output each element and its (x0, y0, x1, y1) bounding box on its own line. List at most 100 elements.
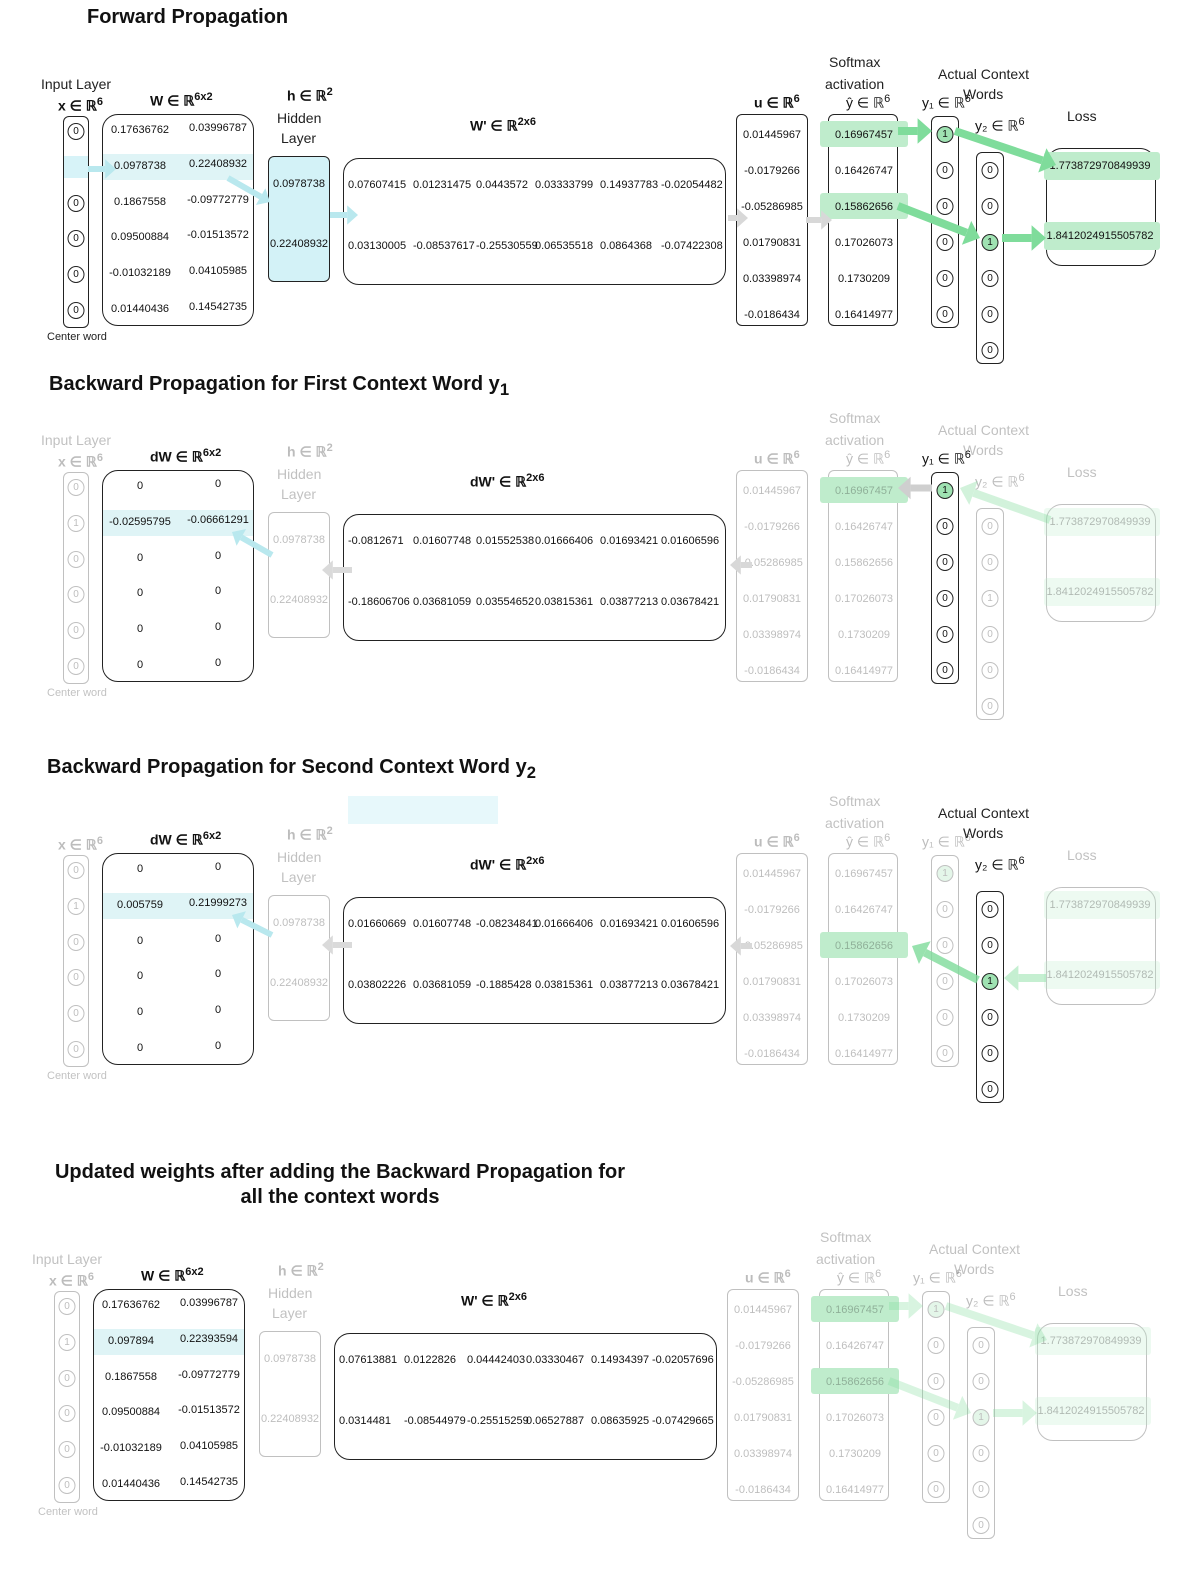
bwd2-loss-highlight (1044, 891, 1160, 919)
bwd2-x-vector (63, 855, 89, 1067)
bwd1-wp-cell: -0.18606706 (348, 596, 410, 608)
bwd2-y2-circle: 0 (981, 901, 999, 918)
bwd1-x-label-dim: 6 (96, 452, 103, 464)
bwd1-layer-label: Layer (281, 486, 317, 502)
upd-w-cell: 0.03996787 (179, 1297, 239, 1309)
bwd2-w-label: dW ∈ ℝ6x2 (150, 830, 221, 849)
bwd2-w-label-dim: 6x2 (202, 830, 222, 842)
upd-wp-cell: 0.0122826 (404, 1354, 456, 1366)
fwd-w-label-text: W ∈ ℝ (150, 92, 195, 109)
bwd2-activation-label: activation (825, 815, 885, 831)
fwd-wp-cell: -0.02054482 (661, 179, 723, 191)
fwd-loss-cell: 1.8412024915505782 (1046, 230, 1154, 242)
upd-x-circle: 1 (58, 1333, 76, 1351)
bwd1-loss-box (1046, 504, 1156, 622)
bwd1-u-label: u ∈ ℝ6 (754, 449, 800, 468)
bwd2-h-label: h ∈ ℝ2 (287, 825, 333, 844)
backward-y2-title-sub: 2 (526, 763, 536, 782)
fwd-u-label-text: u ∈ ℝ (754, 94, 794, 111)
upd-yhat-cell: 0.16426747 (825, 1340, 885, 1352)
bwd1-hidden-label: Hidden (277, 466, 322, 482)
upd-y1-circle: 0 (927, 1337, 945, 1354)
upd-y2-circle: 0 (972, 1517, 990, 1534)
backward-y1-title: Backward Propagation for First Context W… (49, 373, 509, 400)
updated-weights-title-line1: Updated weights after adding the Backwar… (54, 1161, 626, 1183)
upd-y2-vector (967, 1327, 995, 1539)
upd-h-cell: 0.22408932 (260, 1413, 320, 1425)
bwd1-w-cell: 0 (214, 549, 222, 562)
fwd-wp-matrix (343, 158, 726, 285)
bwd2-loss-highlight (1044, 961, 1160, 989)
bwd2-u-cell: -0.05286985 (741, 940, 803, 952)
upd-wp-cell: 0.0314481 (339, 1415, 391, 1427)
bwd1-w-cell: 0 (214, 621, 222, 634)
fwd-center-word-label: Center word (47, 331, 107, 343)
bwd1-yhat-cell: 0.15862656 (834, 557, 894, 569)
bwd1-wp-cell: 0.03815361 (535, 596, 594, 608)
bwd2-w-matrix (102, 853, 254, 1065)
bwd2-y1-vector (931, 855, 959, 1067)
backward-y2-title-highlight (348, 796, 498, 824)
updated-weights-title: Updated weights after adding the Backwar… (20, 1160, 660, 1210)
bwd2-u-cell: 0.01790831 (742, 976, 802, 988)
upd-wp-label: W' ∈ ℝ2x6 (461, 1291, 527, 1310)
bwd1-u-label-text: u ∈ ℝ (754, 450, 794, 467)
fwd-wp-cell: 0.0443572 (476, 179, 528, 191)
fwd-x-vector (63, 116, 89, 328)
fwd-w-cell: 0.04105985 (188, 265, 248, 278)
fwd-y1-circle: 1 (936, 126, 954, 143)
fwd-arrow-y1-to-loss (953, 127, 1056, 173)
bwd2-wp-label: dW' ∈ ℝ2x6 (470, 855, 545, 874)
fwd-actual-context-label: Actual Context (938, 66, 1030, 82)
upd-loss-box (1037, 1323, 1147, 1441)
bwd1-x-circle: 0 (67, 622, 85, 640)
bwd1-x-circle: 0 (67, 550, 85, 568)
bwd1-h-label-text: h ∈ ℝ (287, 443, 327, 460)
upd-y1-label-dim: 6 (955, 1268, 962, 1280)
upd-y2-label: y₂ ∈ ℝ6 (966, 1291, 1016, 1310)
bwd1-loss-highlight (1044, 508, 1160, 536)
bwd2-w-cell: 0 (136, 1006, 144, 1019)
fwd-words-label: Words (963, 86, 1004, 102)
upd-loss-cell: 1.773872970849939 (1040, 1335, 1142, 1347)
upd-wp-cell: -0.07429665 (652, 1415, 714, 1427)
fwd-yhat-highlight (820, 121, 908, 147)
backward-y2-title-text: Backward Propagation for Second Context … (47, 756, 527, 778)
fwd-wp-cell: -0.07422308 (661, 240, 723, 252)
bwd2-w-cell: 0.21999273 (188, 896, 248, 909)
forward-title: Forward Propagation (87, 6, 289, 28)
upd-wp-cell: 0.14934397 (591, 1354, 650, 1366)
fwd-loss-cell: 1.773872970849939 (1049, 160, 1151, 172)
fwd-x-label-dim: 6 (96, 96, 103, 108)
bwd1-yhat-highlight (820, 477, 908, 503)
fwd-y2-circle: 0 (981, 270, 999, 287)
bwd1-u-cell: -0.0179266 (744, 521, 800, 533)
bwd1-y1-vector (931, 472, 959, 684)
upd-layer-label: Layer (272, 1305, 308, 1321)
fwd-loss-highlight (1044, 152, 1160, 180)
bwd1-w-matrix (102, 470, 254, 682)
bwd1-wp-label-text: dW' ∈ ℝ (470, 473, 527, 490)
fwd-x-label-text: x ∈ ℝ (58, 97, 97, 114)
upd-u-cell: 0.03398974 (733, 1448, 793, 1460)
upd-wp-cell: -0.25515259 (467, 1415, 529, 1427)
bwd1-wp-cell: 0.03681059 (413, 596, 472, 608)
bwd2-y1-label-dim: 6 (964, 832, 971, 844)
upd-u-cell: -0.0179266 (735, 1340, 791, 1352)
fwd-w-label-dim: 6x2 (194, 91, 213, 103)
bwd1-wp-cell: 0.03554652 (476, 596, 535, 608)
bwd1-wp-cell: 0.01552538 (476, 535, 535, 547)
bwd1-yhat-label-dim: 6 (884, 449, 891, 461)
bwd2-u-cell: -0.0186434 (744, 1048, 800, 1060)
bwd1-input-layer-label: Input Layer (41, 432, 112, 448)
fwd-y1-label-dim: 6 (964, 93, 971, 105)
upd-y1-vector (922, 1291, 950, 1503)
bwd2-yhat-label-text: ŷ ∈ ℝ (846, 833, 885, 850)
bwd1-u-vector (736, 470, 808, 682)
upd-loss-highlight (1035, 1327, 1151, 1355)
bwd2-yhat-vector (828, 853, 898, 1065)
bwd1-y2-vector (976, 508, 1004, 720)
bwd1-wp-label: dW' ∈ ℝ2x6 (470, 472, 545, 491)
fwd-w-cell: 0.03996787 (188, 122, 248, 134)
fwd-yhat-label-dim: 6 (884, 93, 891, 105)
